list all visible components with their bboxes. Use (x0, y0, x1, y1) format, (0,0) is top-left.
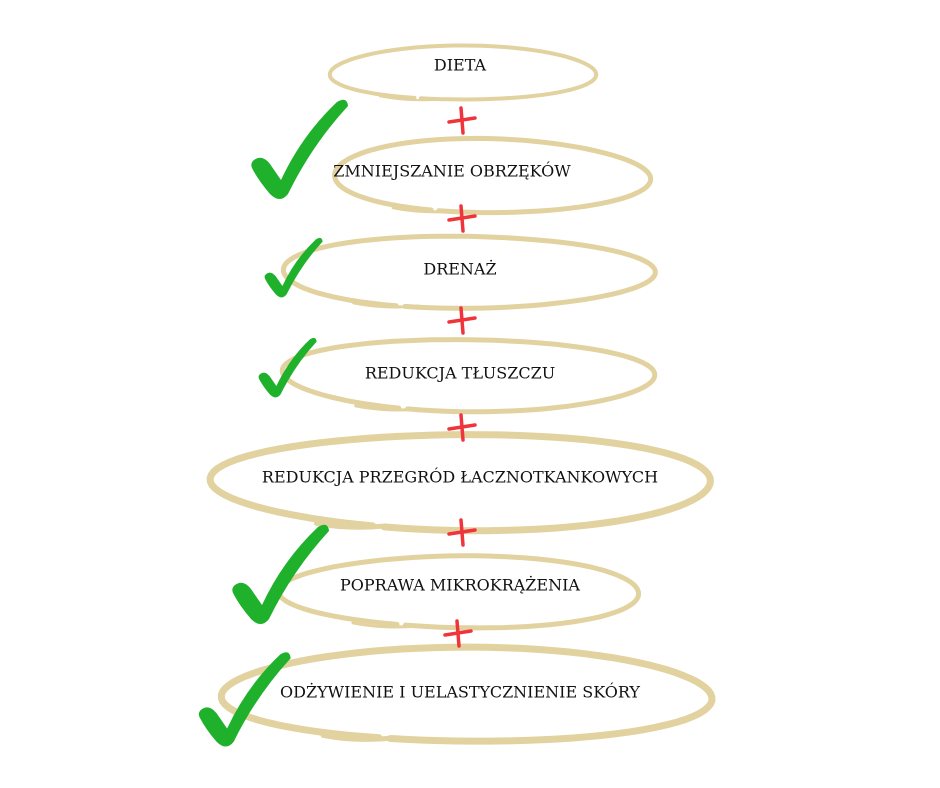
step-label: REDUKCJA TŁUSZCZU (365, 364, 555, 383)
step-ring-tail (352, 301, 421, 309)
step-label: ZMNIEJSZANIE OBRZĘKÓW (333, 161, 571, 181)
step-ring-tail (351, 621, 420, 629)
step-ring-tail (314, 520, 384, 530)
step-ring (280, 233, 658, 311)
step-2: DRENAŻ (280, 233, 658, 311)
checkmark-icon (232, 524, 329, 624)
step-ring-tail (320, 732, 391, 742)
plus-icon (447, 106, 477, 135)
step-ring-tail (354, 404, 423, 412)
step-0: DIETA (327, 43, 599, 102)
step-3: REDUKCJA TŁUSZCZU (279, 337, 658, 415)
step-label: DIETA (434, 56, 487, 75)
plus-icon (447, 204, 477, 233)
step-ring (332, 135, 654, 216)
step-6: ODŻYWIENIE I UELASTYCZNIENIE SKÓRY (217, 643, 716, 745)
plus-icon (443, 619, 473, 648)
checkmark-icon (264, 237, 323, 298)
plus-icon (447, 518, 477, 547)
step-4: REDUKCJA PRZEGRÓD ŁACZNOTKANKOWYCH (206, 431, 714, 535)
checkmark-icon (251, 99, 348, 199)
step-1: ZMNIEJSZANIE OBRZĘKÓW (332, 135, 654, 216)
step-ring (206, 431, 714, 535)
step-label: POPRAWA MIKROKRĄŻENIA (340, 575, 580, 595)
checkmark-icon (258, 337, 317, 398)
plus-icon (447, 306, 477, 335)
step-label: ODŻYWIENIE I UELASTYCZNIENIE SKÓRY (280, 682, 640, 702)
step-label: REDUKCJA PRZEGRÓD ŁACZNOTKANKOWYCH (262, 467, 658, 487)
plus-icon (447, 413, 477, 442)
step-ring-tail (378, 95, 446, 102)
step-ring-tail (391, 206, 460, 214)
step-label: DRENAŻ (423, 259, 496, 279)
checkmark-icon (198, 652, 291, 747)
step-ring (327, 43, 599, 102)
step-ring (217, 643, 716, 745)
step-5: POPRAWA MIKROKRĄŻENIA (275, 553, 642, 631)
